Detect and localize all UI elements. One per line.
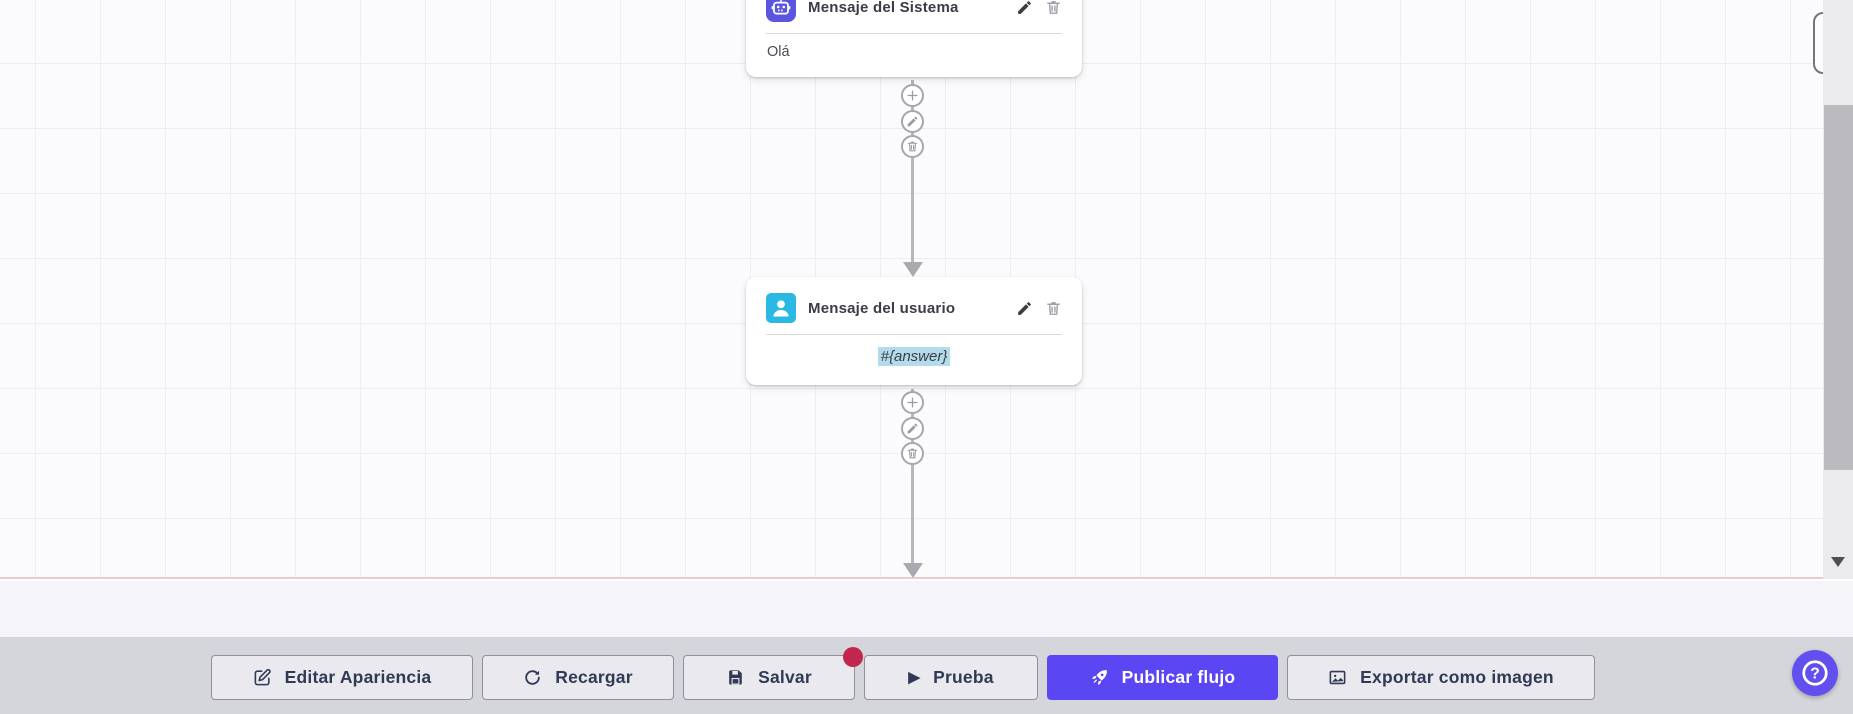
add-step-button[interactable] — [901, 84, 924, 107]
connector-line — [911, 80, 914, 265]
node-title: Mensaje del Sistema — [808, 0, 959, 16]
robot-icon — [766, 0, 796, 22]
button-label: Publicar flujo — [1121, 667, 1236, 687]
flow-canvas[interactable]: Mensaje del Sistema Olá Mensaje del usua… — [0, 0, 1823, 579]
question-icon: ? — [1802, 660, 1828, 686]
button-label: Salvar — [758, 667, 812, 687]
edit-connector-button[interactable] — [901, 417, 924, 440]
connector-arrowhead — [903, 262, 923, 277]
connector-line — [911, 389, 914, 563]
edit-connector-button[interactable] — [901, 110, 924, 133]
vertical-scrollbar[interactable] — [1823, 0, 1853, 579]
rocket-icon — [1091, 670, 1107, 685]
delete-node-button[interactable] — [1045, 0, 1062, 16]
button-label: Exportar como imagen — [1360, 667, 1554, 687]
node-body: Olá — [767, 44, 790, 60]
trash-icon — [907, 448, 918, 459]
delete-connector-button[interactable] — [901, 135, 924, 158]
connector-arrowhead — [903, 563, 923, 578]
edit-node-button[interactable] — [1016, 0, 1033, 16]
reload-button[interactable]: Recargar — [482, 655, 674, 700]
publish-flow-button[interactable]: Publicar flujo — [1047, 655, 1278, 700]
save-button[interactable]: Salvar — [683, 655, 855, 700]
delete-node-button[interactable] — [1045, 300, 1062, 317]
node-title: Mensaje del usuario — [808, 299, 956, 317]
edit-square-icon — [254, 668, 271, 686]
button-label: Recargar — [555, 667, 633, 687]
plus-icon — [907, 397, 918, 408]
edit-node-button[interactable] — [1016, 300, 1033, 317]
answer-variable-chip: #{answer} — [877, 347, 951, 366]
svg-text:?: ? — [1810, 666, 1820, 683]
node-card-system-message[interactable]: Mensaje del Sistema Olá — [746, 0, 1082, 77]
image-icon — [1329, 670, 1346, 685]
scrollbar-thumb[interactable] — [1824, 105, 1853, 470]
save-icon — [729, 670, 742, 685]
help-button[interactable]: ? — [1792, 650, 1838, 696]
test-button[interactable]: ▶ Prueba — [864, 655, 1038, 700]
pencil-icon — [907, 116, 918, 127]
unsaved-changes-badge — [843, 647, 863, 667]
divider — [766, 334, 1062, 335]
play-icon: ▶ — [908, 669, 921, 686]
button-label: Editar Apariencia — [284, 667, 432, 687]
user-icon — [766, 293, 796, 323]
trash-icon — [907, 141, 918, 152]
add-step-button[interactable] — [901, 391, 924, 414]
node-card-user-message[interactable]: Mensaje del usuario #{answer} — [746, 277, 1082, 385]
delete-connector-button[interactable] — [901, 442, 924, 465]
edit-appearance-button[interactable]: Editar Apariencia — [211, 655, 473, 700]
divider — [766, 33, 1062, 34]
button-label: Prueba — [933, 667, 994, 687]
export-image-button[interactable]: Exportar como imagen — [1287, 655, 1595, 700]
bottom-toolbar: Editar Apariencia Recargar Salvar ▶ Prue… — [0, 637, 1853, 714]
pencil-icon — [907, 423, 918, 434]
canvas-footer-strip — [0, 581, 1853, 637]
scrollbar-down-arrow-icon[interactable] — [1831, 557, 1845, 567]
plus-icon — [907, 90, 918, 101]
refresh-icon — [525, 670, 540, 685]
